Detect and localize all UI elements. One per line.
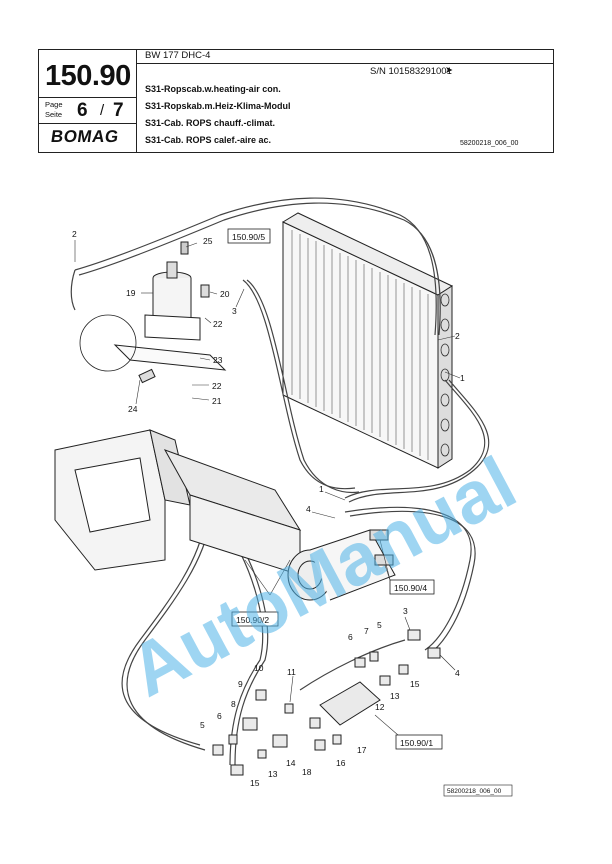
callout-7: 7 bbox=[364, 626, 369, 636]
title-fr: S31-Cab. ROPS chauff.-climat. bbox=[145, 118, 276, 128]
serial-number: S/N 101583291001 bbox=[370, 66, 452, 77]
seite-label: Seite bbox=[45, 110, 63, 119]
callout-4: 4 bbox=[306, 504, 311, 514]
callout-5: 5 bbox=[377, 620, 382, 630]
callout-24: 24 bbox=[128, 404, 138, 414]
footer-drawing-id: 58200218_006_00 bbox=[447, 788, 502, 795]
callouts: 2 25 19 20 3 22 23 22 24 21 2 1 1 4 3 4 … bbox=[72, 229, 465, 788]
receiver-dryer bbox=[144, 241, 201, 341]
callout-19: 19 bbox=[126, 288, 136, 298]
callout-8: 8 bbox=[231, 699, 236, 709]
callout-5b: 5 bbox=[200, 720, 205, 730]
group-number: 150.90 bbox=[45, 60, 131, 92]
bracket-plate bbox=[79, 284, 227, 384]
leader-lines bbox=[74, 240, 461, 736]
title-de: S31-Ropskab.m.Heiz-Klima-Modul bbox=[145, 101, 291, 111]
callout-22b: 22 bbox=[212, 381, 222, 391]
compressor bbox=[287, 529, 396, 601]
callout-20: 20 bbox=[220, 289, 230, 299]
cab-frame bbox=[54, 429, 191, 571]
callout-15: 15 bbox=[410, 679, 420, 689]
page-label: Page bbox=[45, 100, 63, 109]
drawing-id: 58200218_006_00 bbox=[460, 140, 519, 147]
page-current: 6 bbox=[77, 100, 88, 121]
callout-3: 3 bbox=[232, 306, 237, 316]
condenser-unit bbox=[281, 212, 454, 469]
callout-13b: 13 bbox=[268, 769, 278, 779]
callout-6: 6 bbox=[348, 632, 353, 642]
callout-6b: 6 bbox=[217, 711, 222, 721]
callout-9: 9 bbox=[238, 679, 243, 689]
callout-15b: 15 bbox=[250, 778, 260, 788]
callout-1b: 1 bbox=[319, 484, 324, 494]
ref-box-150-90-2: 150.90/2 bbox=[236, 615, 269, 625]
callout-17: 17 bbox=[357, 745, 367, 755]
ref-box-150-90-5: 150.90/5 bbox=[232, 232, 265, 242]
callout-4b: 4 bbox=[455, 668, 460, 678]
callout-13: 13 bbox=[390, 691, 400, 701]
page-separator: / bbox=[100, 102, 105, 119]
callout-16: 16 bbox=[336, 758, 346, 768]
callout-11: 11 bbox=[287, 667, 296, 677]
callout-14: 14 bbox=[286, 758, 296, 768]
callout-21: 21 bbox=[212, 396, 222, 406]
callout-1: 1 bbox=[460, 373, 465, 383]
serial-arrow-icon: ➤ bbox=[445, 65, 453, 76]
header-table: BW 177 DHC-4 S/N 101583291001 ➤ 150.90 P… bbox=[38, 49, 554, 153]
hose-lines bbox=[70, 197, 490, 766]
model-label: BW 177 DHC-4 bbox=[145, 50, 211, 61]
title-es: S31-Cab. ROPS calef.-aire ac. bbox=[145, 135, 272, 145]
callout-18: 18 bbox=[302, 767, 312, 777]
callout-10: 10 bbox=[254, 663, 264, 673]
callout-2: 2 bbox=[72, 229, 77, 239]
callout-25: 25 bbox=[203, 236, 213, 246]
callout-23: 23 bbox=[213, 355, 223, 365]
ref-box-150-90-4: 150.90/4 bbox=[394, 583, 427, 593]
callout-3b: 3 bbox=[403, 606, 408, 616]
callout-22: 22 bbox=[213, 319, 223, 329]
title-en: S31-Ropscab.w.heating-air con. bbox=[145, 84, 281, 94]
callout-2b: 2 bbox=[455, 331, 460, 341]
ref-box-150-90-1: 150.90/1 bbox=[400, 738, 433, 748]
page-total: 7 bbox=[113, 100, 124, 121]
fittings-lower bbox=[212, 629, 441, 776]
callout-12: 12 bbox=[375, 702, 385, 712]
